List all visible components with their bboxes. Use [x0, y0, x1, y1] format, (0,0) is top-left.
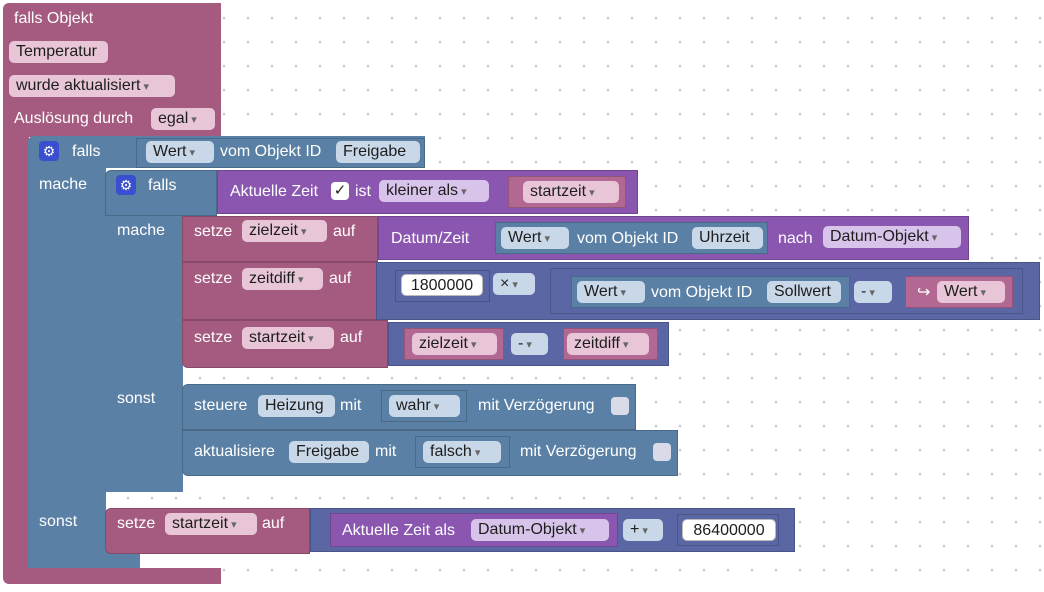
object-field-heizung[interactable]: Heizung	[258, 395, 335, 417]
aktualisiere-label: aktualisiere	[194, 443, 275, 460]
aktualisiere-mit-label: mit	[375, 443, 397, 460]
if2-sonst-label: sonst	[117, 390, 156, 407]
subtract-operator-dropdown[interactable]: -	[511, 333, 548, 355]
set2-auf-label: auf	[329, 270, 352, 287]
set3-setze-label: setze	[194, 329, 233, 346]
set1-setze-label: setze	[194, 223, 233, 240]
set4-format-dropdown[interactable]: Datum-Objekt	[471, 519, 609, 541]
if2-falls-label: falls	[148, 177, 177, 194]
if1-vom-objekt-label: vom Objekt ID	[220, 143, 322, 160]
trigger-label: Auslösung durch	[14, 110, 134, 127]
set4-setze-label: setze	[117, 515, 156, 532]
event-dropdown[interactable]: wurde aktualisiert	[9, 75, 175, 97]
set4-var-dropdown[interactable]: startzeit	[165, 513, 257, 535]
ist-label: ist	[355, 183, 371, 200]
compare-operator-dropdown[interactable]: kleiner als	[379, 180, 489, 202]
multiply-operator-dropdown[interactable]: ×	[493, 273, 535, 295]
set2-wert-dropdown[interactable]: Wert	[577, 281, 645, 303]
trigger-dropdown[interactable]: egal	[151, 108, 215, 130]
var-dropdown-zielzeit[interactable]: zielzeit	[412, 333, 497, 355]
bool-dropdown-wahr[interactable]: wahr	[389, 395, 460, 417]
delay-checkbox[interactable]	[653, 443, 671, 461]
if-block-outer-spine	[28, 168, 106, 568]
event-block-spine	[3, 137, 29, 572]
aktuelle-zeit-label: Aktuelle Zeit	[230, 183, 319, 200]
if1-sonst-label: sonst	[39, 513, 78, 530]
if-block-inner-spine	[105, 216, 183, 492]
datum-zeit-label: Datum/Zeit	[391, 230, 470, 247]
set2-vom-objekt-label: vom Objekt ID	[651, 284, 753, 301]
if1-wert-dropdown[interactable]: Wert	[146, 141, 214, 163]
if1-falls-label: falls	[72, 143, 101, 160]
event-block-bottom	[3, 568, 221, 584]
nach-label: nach	[778, 230, 813, 247]
object-field-freigabe-2[interactable]: Freigabe	[289, 441, 369, 463]
steuere-label: steuere	[194, 397, 248, 414]
add-operator-dropdown[interactable]: +	[623, 519, 663, 541]
set1-vom-objekt-label: vom Objekt ID	[577, 230, 679, 247]
event-title: falls Objekt	[14, 10, 94, 27]
set4-auf-label: auf	[262, 515, 285, 532]
checkmark-icon[interactable]: ✓	[331, 182, 349, 200]
aktualisiere-delay-label: mit Verzögerung	[520, 443, 637, 460]
object-field-uhrzeit[interactable]: Uhrzeit	[692, 227, 763, 249]
gear-icon[interactable]: ⚙	[39, 141, 59, 161]
trigger-wert-dropdown[interactable]: Wert	[937, 281, 1005, 303]
var-dropdown-zeitdiff[interactable]: zeitdiff	[567, 333, 649, 355]
if2-mache-label: mache	[117, 222, 166, 239]
object-field-sollwert[interactable]: Sollwert	[767, 281, 841, 303]
var-dropdown-startzeit[interactable]: startzeit	[523, 181, 619, 203]
if1-mache-label: mache	[39, 176, 88, 193]
set3-var-dropdown[interactable]: startzeit	[242, 327, 334, 349]
set1-format-dropdown[interactable]: Datum-Objekt	[823, 226, 961, 248]
return-arrow-icon: ↪	[917, 284, 931, 301]
set2-setze-label: setze	[194, 270, 233, 287]
number-field-1800000[interactable]: 1800000	[401, 274, 483, 296]
bool-dropdown-falsch[interactable]: falsch	[423, 441, 501, 463]
number-field-86400000[interactable]: 86400000	[682, 519, 776, 541]
object-field-freigabe[interactable]: Freigabe	[336, 141, 420, 163]
set1-var-dropdown[interactable]: zielzeit	[242, 220, 327, 242]
gear-icon[interactable]: ⚙	[116, 175, 136, 195]
set1-wert-dropdown[interactable]: Wert	[501, 227, 569, 249]
steuere-mit-label: mit	[340, 397, 362, 414]
set3-auf-label: auf	[340, 329, 363, 346]
aktuelle-zeit-als-label: Aktuelle Zeit als	[342, 522, 455, 539]
minus-operator-dropdown[interactable]: -	[854, 281, 892, 303]
steuere-delay-label: mit Verzögerung	[478, 397, 595, 414]
set1-auf-label: auf	[333, 223, 356, 240]
delay-checkbox[interactable]	[611, 397, 629, 415]
set2-var-dropdown[interactable]: zeitdiff	[242, 268, 323, 290]
object-field-temperatur[interactable]: Temperatur	[9, 41, 108, 63]
